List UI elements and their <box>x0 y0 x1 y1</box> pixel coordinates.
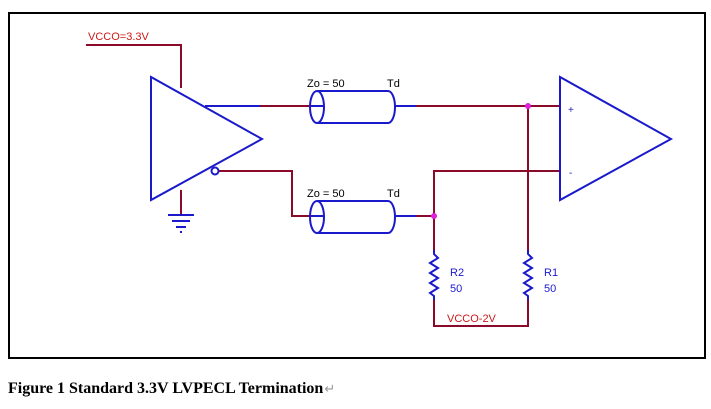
bottom-transmission-line <box>309 200 416 234</box>
figure-caption: Figure 1 Standard 3.3V LVPECL Terminatio… <box>8 380 335 398</box>
td-top-label: Td <box>387 78 400 90</box>
resistor-r2 <box>428 250 440 300</box>
wires <box>86 44 560 327</box>
top-transmission-line <box>309 90 416 124</box>
r1-value-label: 50 <box>544 283 556 295</box>
schematic-frame <box>8 12 706 359</box>
td-bottom-label: Td <box>387 188 400 200</box>
caption-text: Figure 1 Standard 3.3V LVPECL Terminatio… <box>8 380 324 397</box>
r1-name-label: R1 <box>544 267 558 279</box>
receiver-buffer <box>559 75 674 202</box>
vcco-supply-wire <box>86 44 182 88</box>
ground-symbol <box>168 214 194 233</box>
vcco-term-label: VCCO-2V <box>447 313 497 325</box>
r2-value-label: 50 <box>450 283 462 295</box>
junction-minus <box>431 213 437 219</box>
termination-bottom-wire <box>433 300 529 327</box>
r2-name-label: R2 <box>450 267 464 279</box>
plus-input-label: + <box>568 105 574 116</box>
zo-top-label: Zo = 50 <box>307 78 345 90</box>
driver-triangle <box>150 75 265 202</box>
bottom-output-wire <box>219 170 310 217</box>
driver-buffer <box>150 75 265 202</box>
driver-inverted-bubble <box>210 166 220 176</box>
receiver-triangle <box>559 75 674 202</box>
zo-bottom-label: Zo = 50 <box>307 188 345 200</box>
return-mark-icon: ↵ <box>324 381 336 396</box>
lvpecl-termination-schematic: VCCO=3.3V Zo = 50 Td Zo = 50 Td + - R2 5… <box>8 12 706 359</box>
minus-input-label: - <box>569 168 572 179</box>
resistor-r1 <box>522 250 534 300</box>
minus-input-wire <box>433 170 560 216</box>
junction-plus <box>525 103 531 109</box>
vcco-supply-label: VCCO=3.3V <box>88 31 149 43</box>
